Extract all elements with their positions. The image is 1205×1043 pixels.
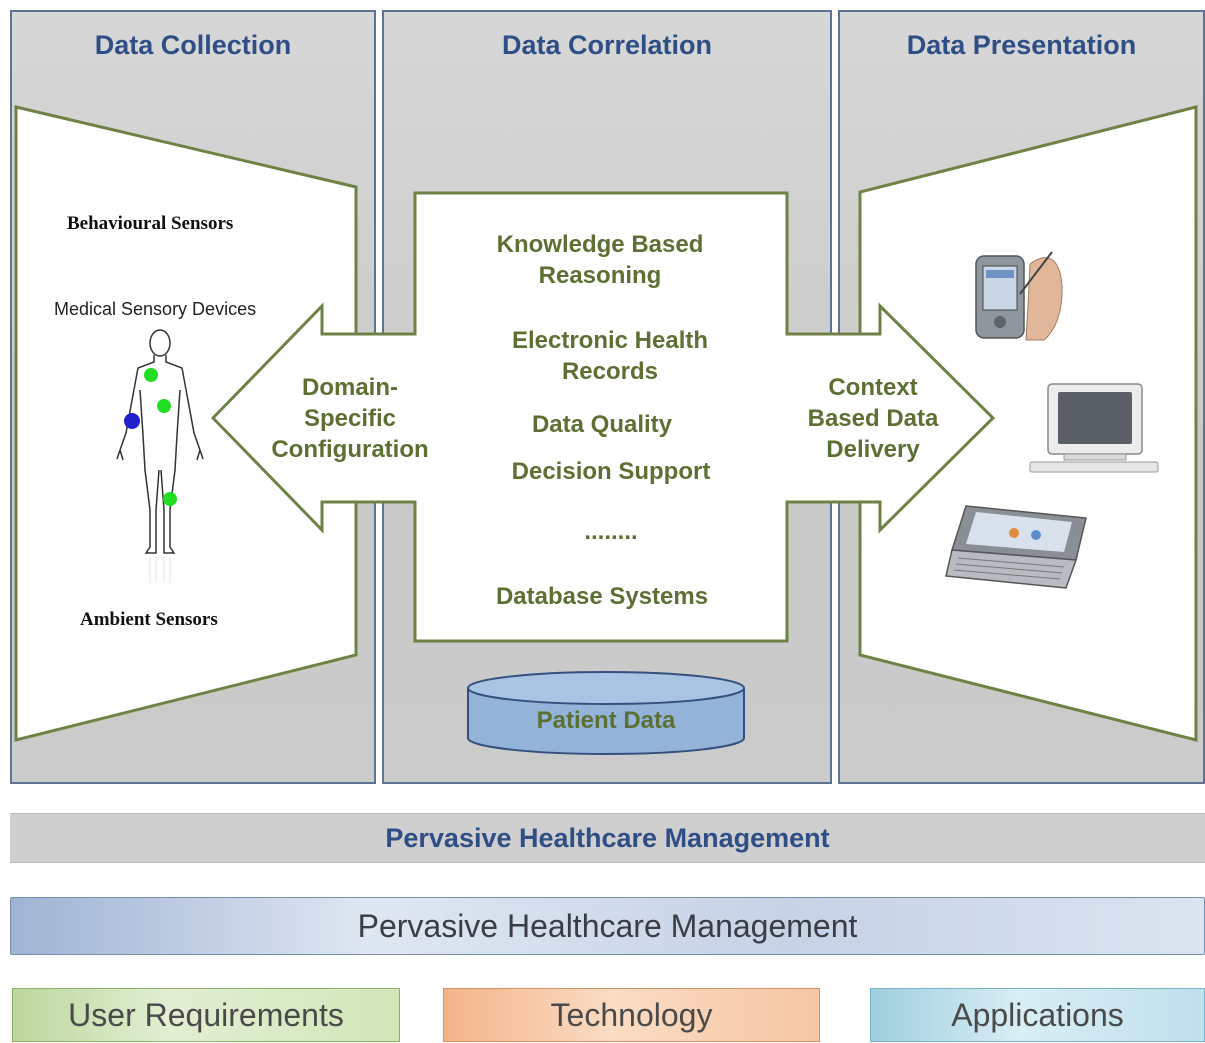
ellipsis-label: ........ xyxy=(584,518,638,545)
technology-label: Technology xyxy=(550,996,713,1033)
patient-data-cylinder xyxy=(467,671,745,755)
sensor-dot xyxy=(144,368,158,382)
diagram-shapes xyxy=(14,105,1198,755)
user-requirements-label: User Requirements xyxy=(68,996,344,1033)
data-collection-title: Data Collection xyxy=(94,30,292,60)
decision-support-label: Decision Support xyxy=(511,458,711,485)
data-quality-label: Data Quality xyxy=(531,411,673,438)
pervasive-healthcare-bar-gray: Pervasive Healthcare Management xyxy=(10,813,1205,863)
handheld-computer-icon xyxy=(945,505,1087,589)
medical-sensory-devices-label: Medical Sensory Devices xyxy=(54,299,257,319)
data-presentation-title: Data Presentation xyxy=(906,30,1137,60)
pervasive-healthcare-bar-blue-label: Pervasive Healthcare Management xyxy=(357,907,858,944)
sensor-dot xyxy=(124,413,140,429)
technology-box: Technology xyxy=(443,988,820,1042)
applications-box: Applications xyxy=(870,988,1205,1042)
knowledge-based-reasoning-label: Knowledge Based Reasoning xyxy=(496,231,704,289)
database-systems-label: Database Systems xyxy=(495,583,709,610)
user-requirements-box: User Requirements xyxy=(12,988,400,1042)
sensor-dot xyxy=(163,492,177,506)
pervasive-healthcare-bar-blue: Pervasive Healthcare Management xyxy=(10,897,1205,955)
sensor-dot xyxy=(157,399,171,413)
ambient-sensors-label: Ambient Sensors xyxy=(80,609,218,630)
patient-data-label: Patient Data xyxy=(536,707,676,734)
presentation-funnel xyxy=(858,105,1198,742)
domain-specific-configuration-label: Domain- Specific Configuration xyxy=(271,374,429,463)
desktop-computer-icon xyxy=(1029,383,1159,473)
context-based-data-delivery-label: Context Based Data Delivery xyxy=(807,374,939,463)
human-body-icon xyxy=(116,329,204,583)
collection-funnel xyxy=(14,105,358,742)
pervasive-healthcare-bar-gray-label: Pervasive Healthcare Management xyxy=(385,822,830,853)
data-correlation-title: Data Correlation xyxy=(501,30,713,60)
applications-label: Applications xyxy=(951,996,1124,1033)
pda-device-icon xyxy=(975,251,1063,341)
electronic-health-records-label: Electronic Health Records xyxy=(511,327,709,385)
behavioural-sensors-label: Behavioural Sensors xyxy=(67,213,234,234)
correlation-arrow-shape xyxy=(210,191,996,643)
